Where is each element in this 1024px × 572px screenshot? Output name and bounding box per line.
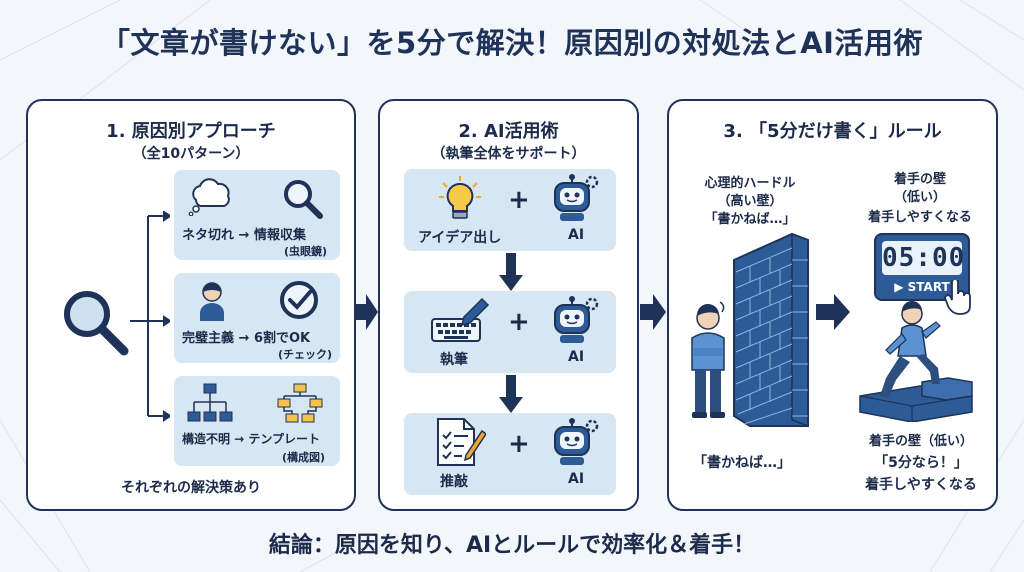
panel-ai-usage: 2. AI活用術 （執筆全体をサポート） + アイデア出し AI xyxy=(378,99,639,511)
panel1-heading: 1. 原因別アプローチ xyxy=(106,121,276,142)
robot-icon xyxy=(554,296,599,343)
step-idea: + アイデア出し AI xyxy=(404,169,616,251)
right-label-2: （低い） xyxy=(893,190,946,205)
thought-cloud-icon xyxy=(188,178,230,216)
panel2-subheading: （執筆全体をサポート） xyxy=(431,146,586,162)
right-label-3: 着手しやすくなる xyxy=(868,210,972,225)
card1-note: (虫眼鏡) xyxy=(284,245,328,258)
keyboard-pen-icon xyxy=(431,297,490,342)
card-perfectionism: 完璧主義 → 6割でOK (チェック) xyxy=(174,273,340,363)
arrow-down-1 xyxy=(499,253,523,291)
template-icon xyxy=(277,383,323,423)
timer-display: 05:00 xyxy=(882,241,966,275)
magnifier-large-icon xyxy=(64,291,129,356)
card2-text: 完璧主義 → 6割でOK xyxy=(182,331,311,346)
robot-icon xyxy=(554,174,599,221)
step-proofreading: + 推敲 AI xyxy=(404,413,616,495)
plus-sign: + xyxy=(508,185,530,215)
step3-label: 推敲 xyxy=(440,474,468,490)
brick-wall-icon xyxy=(733,232,809,427)
panel1-footer: それぞれの解決策あり xyxy=(121,480,261,496)
step3-ai: AI xyxy=(568,471,585,487)
right-bottom-label-1: 着手の壁（低い） xyxy=(868,434,973,449)
card1-text: ネタ切れ → 情報収集 xyxy=(182,228,306,243)
card3-note: (構成図) xyxy=(282,451,326,464)
step1-ai: AI xyxy=(568,227,585,243)
panel1-subheading: （全10パターン） xyxy=(132,146,250,162)
arrow-right-3 xyxy=(816,294,850,330)
org-chart-icon xyxy=(187,383,233,422)
robot-icon xyxy=(554,418,599,465)
panel-cause-approach: 1. 原因別アプローチ （全10パターン） ネタ切れ → 情報収集 (虫眼鏡) xyxy=(26,99,356,511)
left-label-2: （高い壁） xyxy=(717,194,783,209)
arrow-down-2 xyxy=(499,375,523,413)
card2-note: (チェック) xyxy=(278,348,333,361)
check-circle-icon xyxy=(280,281,318,319)
step2-ai: AI xyxy=(568,349,585,365)
right-bottom-label-3: 着手しやすくなる xyxy=(865,477,977,493)
conclusion-text: 結論：原因を知り、AIとルールで効率化＆着手！ xyxy=(268,533,756,558)
step-writing: + 執筆 AI xyxy=(404,291,616,373)
card-structure-unknown: 構造不明 → テンプレート (構成図) xyxy=(174,376,340,466)
panel2-heading: 2. AI活用術 xyxy=(458,121,559,142)
step2-label: 執筆 xyxy=(440,352,468,368)
plus-sign: + xyxy=(508,429,530,459)
branch-connector xyxy=(130,211,170,422)
right-label-1: 着手の壁 xyxy=(893,172,946,187)
lightbulb-icon xyxy=(439,176,481,219)
worried-person-icon xyxy=(691,301,725,418)
plus-sign: + xyxy=(508,307,530,337)
pointing-hand-icon xyxy=(944,280,971,315)
left-label-3: 「書かねば…」 xyxy=(704,212,796,227)
arrow-right-2 xyxy=(640,294,666,330)
step1-label: アイデア出し xyxy=(418,230,502,246)
magnifier-icon xyxy=(284,180,323,219)
stepping-person-icon xyxy=(859,300,973,422)
card3-text: 構造不明 → テンプレート xyxy=(182,432,321,446)
panel3-heading: 3. 「5分だけ書く」ルール xyxy=(723,121,942,142)
arrow-right-1 xyxy=(356,294,378,330)
page-title: 「文章が書けない」を5分で解決！原因別の対処法とAI活用術 xyxy=(101,26,923,60)
left-bottom-label: 「書かねば…」 xyxy=(693,455,791,471)
document-check-icon xyxy=(437,418,486,466)
start-button[interactable]: ▶ START xyxy=(894,280,950,294)
right-bottom-label-2: 「5分なら！」 xyxy=(874,455,968,471)
person-icon xyxy=(200,282,224,321)
card-idea-shortage: ネタ切れ → 情報収集 (虫眼鏡) xyxy=(174,170,340,260)
left-label-1: 心理的ハードル xyxy=(704,176,796,191)
